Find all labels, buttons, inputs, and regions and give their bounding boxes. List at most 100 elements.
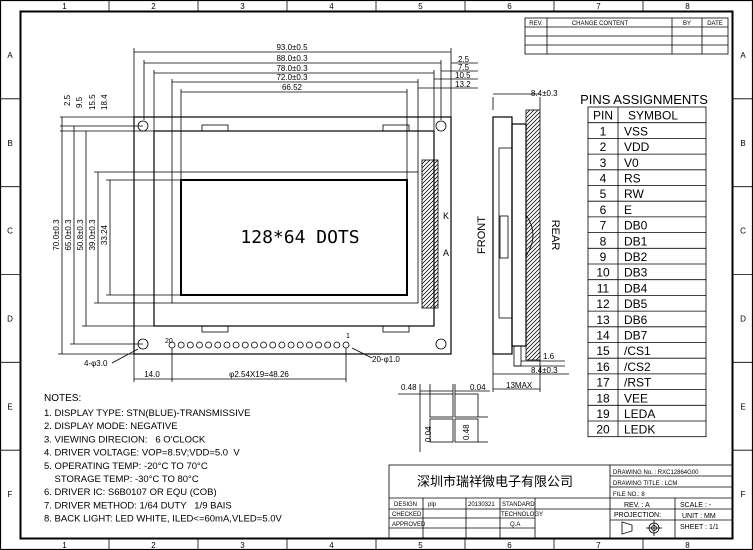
dot-height: 0.48 [462,424,471,440]
rear-label: REAR [549,220,561,251]
pin-number: 13 [596,313,610,327]
pin-symbol: DB6 [624,313,648,327]
pin-pad [305,341,313,349]
pin-pads [168,341,350,349]
front-view: 128*64 DOTS K A 20 1 [52,43,478,382]
border-col-label: 8 [685,541,690,550]
border-row-label: E [7,402,12,411]
qa-label: Q.A [510,522,520,528]
pin-symbol: LEDA [624,407,655,421]
border-col-label: 6 [507,2,512,11]
technology-label: TECHNOLOGY [501,512,543,518]
border-col-label: 8 [685,2,690,11]
revision-table: REV. CHANGE CONTENT BY DATE [524,17,729,55]
dim-left-15-5: 15.5 [88,94,97,110]
pin-symbol: V0 [624,156,639,170]
pin-pad [287,341,295,349]
side-window [499,215,509,259]
standard-label: STANDARD [502,502,535,508]
pin-pad [177,341,185,349]
side-pin [513,345,522,367]
pin-symbol: VDD [624,140,650,154]
pin-pad [342,341,350,349]
border-row-label: A [7,51,13,60]
border-row-label: D [7,314,13,323]
note-line: 1. DISPLAY TYPE: STN(BLUE)-TRANSMISSIVE [44,408,250,419]
notes: NOTES: 1. DISPLAY TYPE: STN(BLUE)-TRANSM… [44,393,283,525]
note-line: 4. DRIVER VOLTAGE: VOP=8.5V;VDD=5.0 V [44,448,240,459]
pin-symbol: DB0 [624,219,648,233]
border-row-label: A [740,51,746,60]
pad-label: 20-φ1.0 [372,355,400,364]
pin-pad [296,341,304,349]
pin-number: 6 [600,203,607,217]
pin-symbol: DB3 [624,266,648,280]
active-area [180,179,408,296]
pin-number: 9 [600,250,607,264]
pin-pad [315,341,322,349]
note-line: 8. BACK LIGHT: LED WHITE, ILED<=60mA,VLE… [44,514,283,525]
pin-dim: 1.6 [543,352,555,361]
pin-symbol: DB5 [624,297,648,311]
side-bottom-dim: 8.4±0.3 [531,366,558,375]
pin-pad [232,341,240,349]
border-col-label: 7 [596,2,601,11]
pin-number: 18 [596,391,610,405]
border-row-label: B [740,139,745,148]
border-col-label: 5 [418,2,423,11]
pin-symbol: /RST [624,376,652,390]
a-label: A [443,248,449,258]
hole-label: 4-φ3.0 [84,359,108,368]
dim-left-18-4: 18.4 [100,94,109,110]
dim-88: 88.0±0.3 [276,54,308,63]
left-dimensions: 70.0±0.3 65.0±0.3 50.8±0.3 39.0±0.3 33.2… [52,117,181,355]
title-block: 深圳市瑞祥微电子有限公司 DRAWING No. : RXC12864G00 D… [388,464,733,539]
pitch-label: φ2.54X19=48.26 [229,370,289,379]
front-label: FRONT [476,216,488,254]
pin-symbol: DB1 [624,234,648,248]
drawing-title: DRAWING TITLE : LCM [613,481,677,487]
side-view: 8.4±0.3 FRONT REAR 1.6 8.4±0.3 13MAX [476,89,569,392]
border-row-label: B [7,139,12,148]
pin-pad [269,341,277,349]
pin-symbol: DB7 [624,329,648,343]
pin-symbol: /CS2 [624,360,651,374]
note-line: 5. OPERATING TEMP: -20°C TO 70°C [44,461,208,472]
border-col-label: 3 [240,2,245,11]
pin-pad [223,341,231,349]
display-text: 128*64 DOTS [240,227,359,248]
note-line: 2. DISPLAY MODE: NEGATIVE [44,421,178,432]
pin-symbol: LEDK [624,423,655,437]
pins-title: PINS ASSIGNMENTS [580,92,708,107]
pin-number: 15 [596,344,610,358]
dim-2-5: 2.5 [458,55,470,64]
border-col-label: 7 [596,541,601,550]
border-col-label: 2 [151,2,156,11]
pin-number: 3 [600,156,607,170]
pin-symbol: /CS1 [624,344,651,358]
pin-start-label: 20 [165,338,173,345]
pin-number: 4 [600,172,607,186]
offset-label: 14.0 [144,370,160,379]
border-col-label: 1 [62,2,67,11]
dim-13-2: 13.2 [455,80,471,89]
design-name: plp [428,502,437,508]
dot-detail: 0.48 0.04 0.04 0.48 [398,383,490,452]
border-row-label: D [740,314,746,323]
border-col-label: 2 [151,541,156,550]
border-row-label: C [740,227,746,236]
dot-gap: 0.04 [470,383,486,392]
note-line: STORAGE TEMP: -30°C TO 80°C [44,474,199,485]
border-row-label: C [7,227,13,236]
pin-pad [241,341,249,349]
border-col-label: 1 [62,541,67,550]
dim-65: 65.0±0.3 [64,219,73,251]
left-small-dimensions: 2.5 9.5 15.5 18.4 [60,94,154,132]
dim-left-9-5: 9.5 [75,96,84,108]
company-name: 深圳市瑞祥微电子有限公司 [417,474,573,489]
pin-pad [186,341,194,349]
dim-66: 66.52 [282,83,303,92]
pin-number: 19 [596,407,610,421]
pin-number: 16 [596,360,610,374]
pin-number: 7 [600,219,607,233]
